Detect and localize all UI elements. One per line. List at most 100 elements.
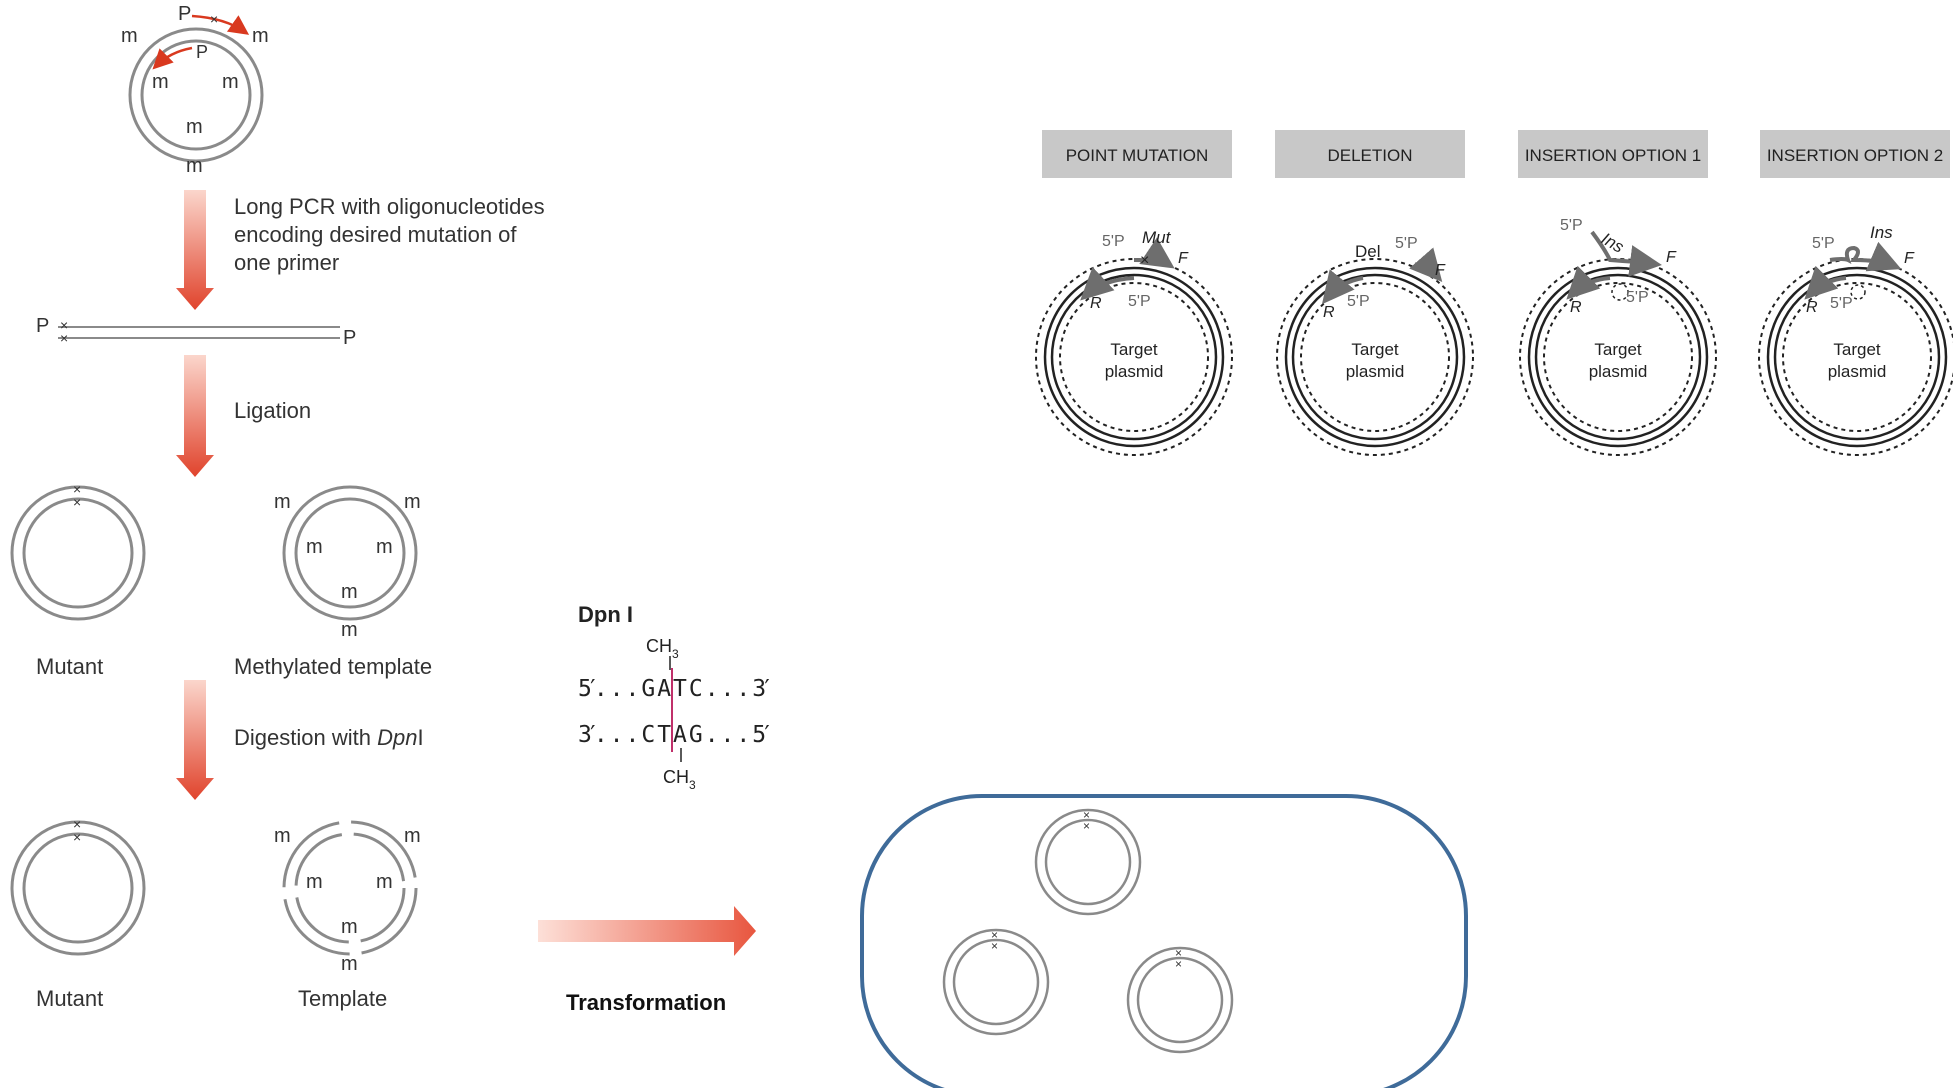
reverse-label: R (1090, 295, 1102, 312)
methyl-top: CH3 (646, 636, 679, 661)
phos-fwd: 5'P (1560, 217, 1583, 234)
target-plasmid (1758, 258, 1953, 456)
primer-arrow (191, 14, 250, 35)
methyl-label: m (341, 581, 358, 603)
phosphate-label: P (178, 3, 191, 25)
phos-fwd: 5'P (1102, 233, 1125, 250)
methyl-label: m (274, 491, 291, 513)
methyl-label: m (341, 619, 358, 641)
methyl-label: m (306, 871, 323, 893)
reverse-label: R (1570, 299, 1582, 316)
target-label: Target (1110, 340, 1158, 359)
strand-bottom: 3′. . . C T A G . . . 5′ (578, 722, 774, 748)
phosphate-label: P (36, 315, 49, 337)
reverse-primer (1321, 269, 1364, 305)
transformation-arrow (538, 906, 756, 956)
forward-primer (1829, 241, 1902, 272)
phos-rev: 5'P (1626, 289, 1649, 306)
target-plasmid (1035, 258, 1233, 456)
step-long-pcr-line3: one primer (234, 250, 339, 275)
phosphate-label: P (196, 42, 208, 62)
option-header: INSERTION OPTION 2 (1767, 146, 1943, 165)
reverse-primer (1804, 265, 1847, 300)
methyl-label: m (376, 536, 393, 558)
dpni-recognition-site: Dpn I CH3 5′. . . G A T C . . . 3′ 3′. .… (578, 602, 774, 792)
methyl-label: m (341, 916, 358, 938)
cell-plasmid: × × (1034, 808, 1142, 916)
mutation-mark: × (73, 494, 81, 510)
mutation-mark: × (60, 330, 68, 346)
methyl-label: m (376, 871, 393, 893)
forward-label: F (1178, 250, 1189, 267)
forward-primer (1590, 230, 1662, 277)
forward-label: F (1666, 249, 1677, 266)
primer-label: Ins (1870, 223, 1893, 242)
option-deletion: DELETION Del 5'P F R 5'P Target plasmid (1275, 130, 1474, 456)
mutation-mark: × (1175, 957, 1182, 971)
template-label: Template (298, 986, 387, 1011)
reverse-label: R (1323, 304, 1335, 321)
down-arrow (176, 355, 214, 477)
mutant-plasmid: × × (10, 481, 146, 621)
option-header: POINT MUTATION (1066, 146, 1209, 165)
primer-arrow (152, 46, 193, 70)
methyl-label: m (152, 71, 169, 93)
methyl-bottom: CH3 (663, 767, 696, 792)
methyl-label: m (404, 825, 421, 847)
option-header: INSERTION OPTION 1 (1525, 146, 1701, 165)
linear-pcr-product: P P × × (36, 315, 356, 349)
target-label-2: plasmid (1105, 362, 1164, 381)
target-label: Target (1351, 340, 1399, 359)
step-digestion: Digestion with DpnI (234, 725, 424, 750)
reverse-primer (1566, 265, 1611, 300)
transformation-label: Transformation (566, 990, 726, 1015)
methyl-label: m (121, 25, 138, 47)
methylated-template-plasmid: m m m m m m (274, 485, 421, 641)
primer-label: Ins (1598, 229, 1628, 257)
primer-label: Mut (1142, 228, 1172, 247)
mutation-mark: × (991, 939, 998, 953)
methyl-label: m (186, 155, 203, 177)
forward-primer (1409, 247, 1443, 283)
template-plasmid: P P × m m m m m m (121, 3, 269, 177)
methyl-label: m (252, 25, 269, 47)
target-plasmid (1519, 258, 1717, 456)
mutant-plasmid-after-digestion: × × (10, 816, 146, 956)
mutation-mark: × (1140, 252, 1149, 269)
mutation-mark: × (1175, 946, 1182, 960)
methyl-label: m (186, 116, 203, 138)
mutation-mark: × (60, 317, 68, 333)
reverse-primer (1080, 266, 1135, 301)
dpni-title: Dpn I (578, 602, 633, 627)
methyl-label: m (404, 491, 421, 513)
down-arrow (176, 680, 214, 800)
methyl-label: m (341, 953, 358, 975)
mutation-mark: × (1083, 808, 1090, 822)
digested-template-plasmid: m m m m m m (274, 820, 421, 975)
forward-primer (1133, 237, 1175, 269)
mutation-mark: × (1083, 819, 1090, 833)
cell-plasmid: × × (942, 928, 1050, 1036)
mutation-mark: × (73, 481, 81, 497)
mutation-mark: × (210, 11, 218, 27)
mutant-label: Mutant (36, 986, 103, 1011)
bacterial-cell: × × × × × × (860, 794, 1468, 1088)
methyl-label: m (222, 71, 239, 93)
mutation-mark: × (991, 928, 998, 942)
target-label-2: plasmid (1589, 362, 1648, 381)
phos-rev: 5'P (1128, 293, 1151, 310)
phos-fwd: 5'P (1812, 235, 1835, 252)
cell-plasmid: × × (1126, 946, 1234, 1054)
mutation-mark: × (73, 829, 81, 845)
option-insertion-2: INSERTION OPTION 2 Ins 5'P F R 5'P Targe… (1758, 130, 1953, 456)
mutation-mark: × (73, 816, 81, 832)
step-long-pcr: Long PCR with oligonucleotides (234, 194, 545, 219)
step-ligation: Ligation (234, 398, 311, 423)
target-label: Target (1594, 340, 1642, 359)
target-label-2: plasmid (1346, 362, 1405, 381)
reverse-label: R (1806, 299, 1818, 316)
strand-top: 5′. . . G A T C . . . 3′ (578, 676, 774, 702)
option-header: DELETION (1327, 146, 1412, 165)
methylated-template-label: Methylated template (234, 654, 432, 679)
phos-rev: 5'P (1347, 293, 1370, 310)
